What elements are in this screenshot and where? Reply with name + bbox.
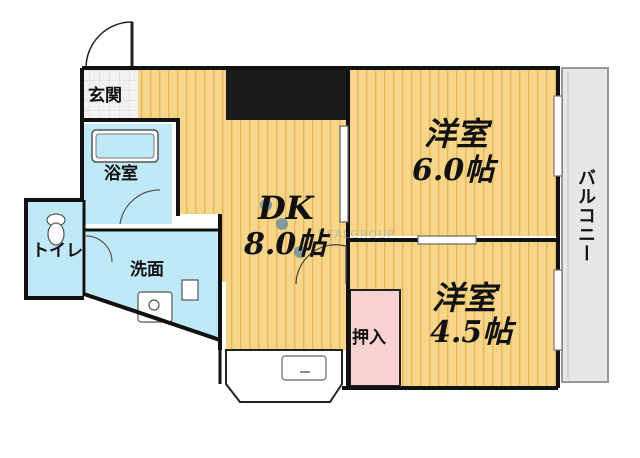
western-room-2-name: 洋室 [432, 279, 497, 317]
western-room-1-floor [350, 70, 556, 236]
dk-name: DK [258, 189, 314, 227]
washroom-label: 洗面 [130, 260, 164, 280]
storage-block [226, 70, 348, 120]
balcony-label: バルコニー [575, 168, 596, 263]
dk-size: 8.0帖 [244, 227, 327, 262]
bath-label: 浴室 [104, 164, 138, 184]
balcony [561, 67, 609, 383]
entrance-door [85, 21, 134, 69]
western-room-2-size: 4.5帖 [430, 315, 513, 350]
western-room-1-size: 6.0帖 [412, 153, 495, 188]
kitchen-counter [225, 349, 343, 403]
dk-floor [138, 70, 348, 350]
bathroom [84, 124, 172, 225]
toilet-room [28, 202, 84, 296]
closet-label: 押入 [352, 328, 386, 348]
toilet-label: トイレ [32, 241, 83, 261]
western-room-1-name: 洋室 [424, 115, 489, 153]
door-swings [295, 95, 563, 351]
watermark-text: REALGROUP [318, 228, 395, 241]
washroom [85, 230, 218, 338]
genkan-floor [82, 70, 138, 118]
genkan-label: 玄関 [88, 86, 122, 106]
watermark-logo-icon [260, 199, 306, 258]
